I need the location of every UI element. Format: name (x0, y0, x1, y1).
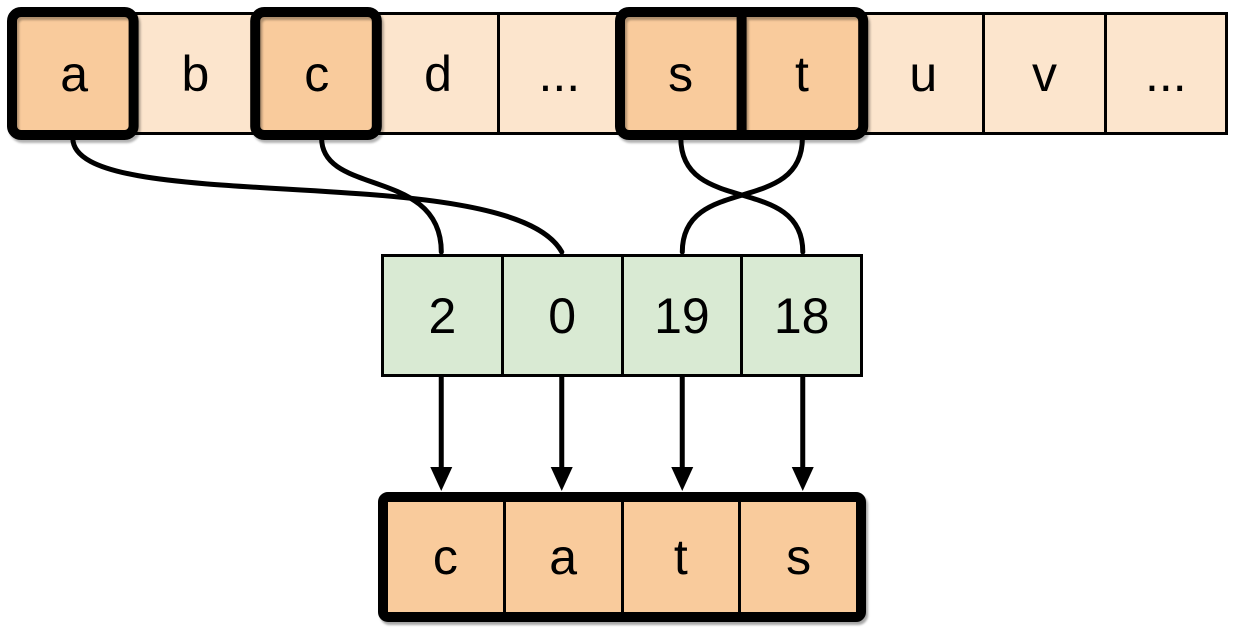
alphabet-cell-b: b (136, 15, 258, 132)
arrowhead-2 (550, 467, 573, 491)
output-cell-s: s (786, 529, 812, 585)
alphabet-cell-a: a (15, 15, 137, 132)
output-word-row: c a t s (378, 492, 866, 622)
index-cell-2: 2 (384, 257, 504, 374)
alphabet-cell-s: s (621, 15, 743, 132)
output-cell-a: a (506, 502, 624, 612)
arrowhead-3 (671, 467, 694, 491)
alphabet-cell-d: d (379, 15, 501, 132)
alphabet-cell-ellipsis-2: ... (1144, 45, 1187, 102)
output-cell-t: t (624, 502, 742, 612)
index-cell-0: 0 (504, 257, 624, 374)
alphabet-cell-u: u (864, 15, 986, 132)
curve-a-to-index-0 (70, 135, 565, 255)
alphabet-cell-ellipsis-1: ... (500, 15, 622, 132)
alphabet-cell-c: c (257, 15, 379, 132)
index-cell-19: 19 (624, 257, 744, 374)
curve-c-to-index-2 (319, 135, 444, 255)
arrowhead-4 (791, 467, 814, 491)
alphabet-cell-t: t (742, 15, 865, 132)
curve-t-to-index-19 (679, 135, 805, 255)
arrowhead-1 (430, 467, 453, 491)
alphabet-row: a b c d ... s t u v ... (12, 12, 1228, 135)
index-row: 2 0 19 18 (381, 254, 863, 377)
curve-s-to-index-18 (678, 135, 806, 255)
alphabet-cell-v: v (985, 15, 1107, 132)
index-cell-18: 18 (773, 287, 830, 344)
output-cell-c: c (388, 502, 506, 612)
